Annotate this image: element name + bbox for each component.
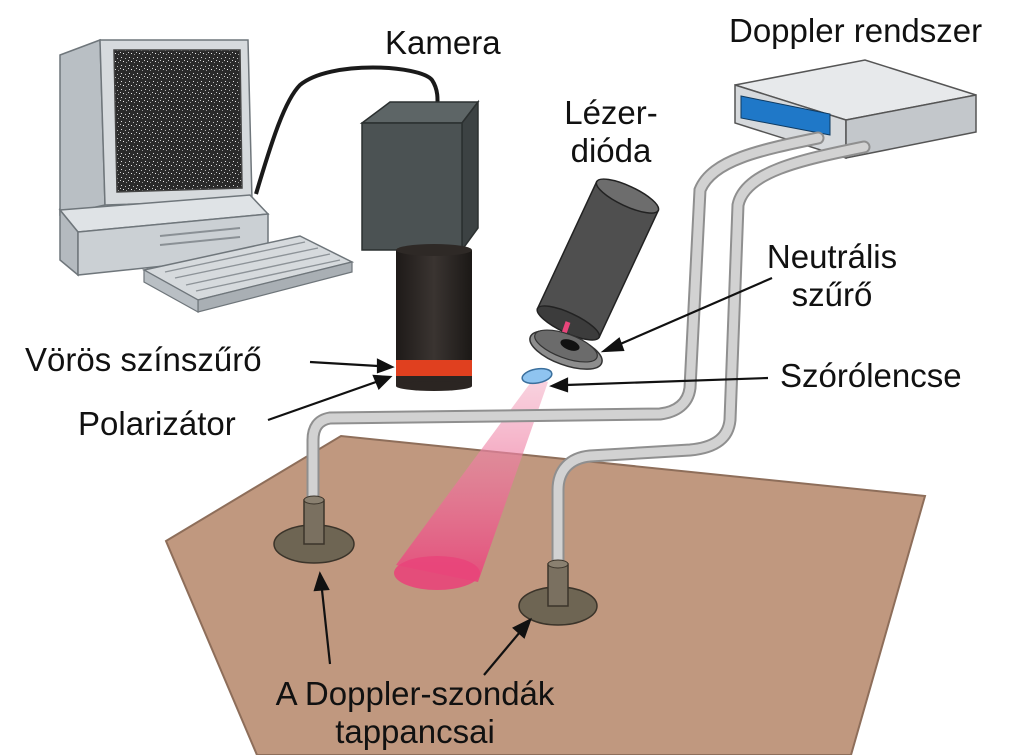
keyboard-icon xyxy=(141,235,355,314)
computer-case-icon xyxy=(58,194,270,277)
probe-pad-right xyxy=(518,559,598,626)
label-neutral-filter-line1: Neutrális xyxy=(766,238,898,275)
diffuser-lens xyxy=(521,367,553,385)
camera-icon xyxy=(359,99,480,391)
label-polarizer: Polarizátor xyxy=(78,405,236,442)
camera-cable xyxy=(254,65,440,195)
label-camera: Kamera xyxy=(385,24,501,61)
label-probe-pads-line1: A Doppler-szondák xyxy=(275,675,555,712)
label-laser-diode-line2: dióda xyxy=(570,132,652,169)
annotation-arrows xyxy=(267,276,773,676)
doppler-fiber-left xyxy=(306,131,825,509)
computer-monitor-icon xyxy=(59,38,253,221)
laser-spot xyxy=(394,556,480,590)
label-laser-diode: Lézer- dióda xyxy=(546,94,676,170)
label-diffuser-lens: Szórólencse xyxy=(780,357,962,394)
label-doppler-system: Doppler rendszer xyxy=(729,12,983,49)
doppler-fiber-right xyxy=(551,140,871,574)
label-neutral-filter: Neutrális szűrő xyxy=(742,238,922,314)
doppler-device-icon xyxy=(734,59,977,160)
label-probe-pads-line2: tappancsai xyxy=(335,713,495,750)
neutral-density-filter xyxy=(529,329,603,370)
probe-pad-left xyxy=(273,495,355,564)
label-neutral-filter-line2: szűrő xyxy=(791,276,873,313)
doppler-screen xyxy=(740,95,831,136)
label-red-color-filter: Vörös színszűrő xyxy=(25,341,262,378)
red-color-filter xyxy=(396,360,472,376)
label-laser-diode-line1: Lézer- xyxy=(564,94,658,131)
laser-beam xyxy=(396,378,548,582)
label-doppler-probe-pads: A Doppler-szondák tappancsai xyxy=(215,675,615,751)
laser-diode-icon xyxy=(536,178,660,341)
